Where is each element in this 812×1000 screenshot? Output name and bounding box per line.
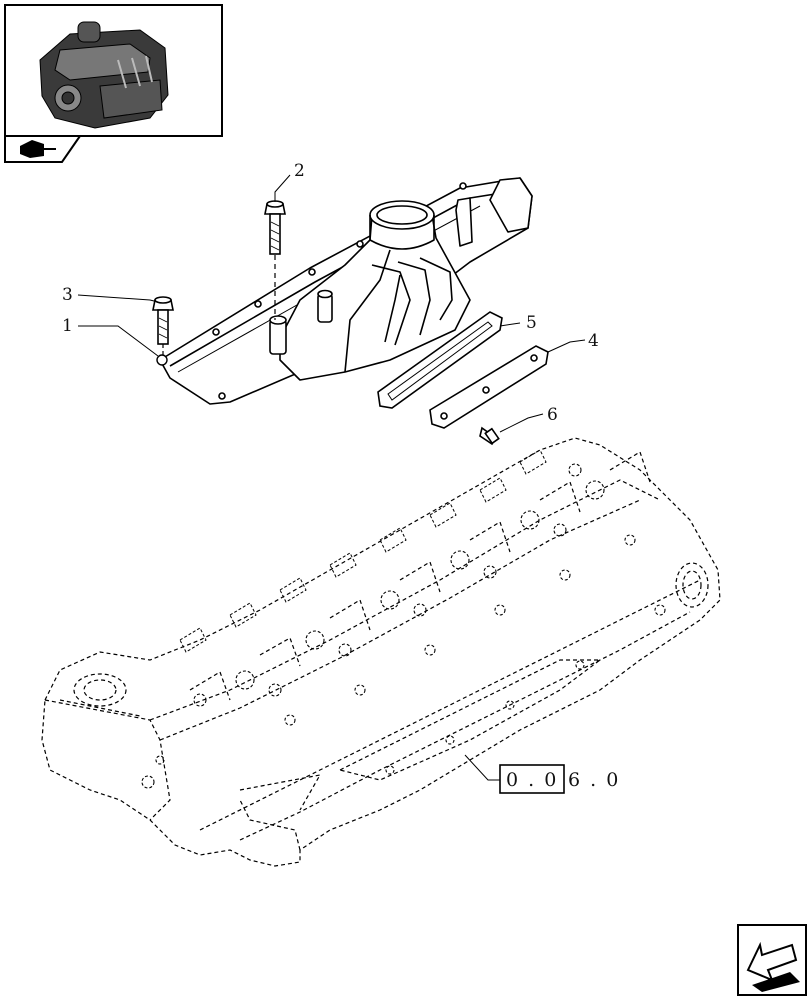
cylinder-head-bolt-bosses xyxy=(179,449,547,653)
next-page-arrow-icon[interactable] xyxy=(737,924,807,996)
reference-boxed-text: 0 . 0 xyxy=(506,769,558,791)
cover-plate xyxy=(429,345,549,429)
cylinder-head-phantom xyxy=(41,437,721,867)
callout-5: 5 xyxy=(526,313,537,333)
cylinder-head-holes xyxy=(141,463,666,789)
bolt-3 xyxy=(152,296,174,345)
callout-2: 2 xyxy=(294,161,305,181)
callout-4: 4 xyxy=(588,331,599,351)
reference-leader xyxy=(464,754,500,781)
hand-pointer-tab-icon xyxy=(4,135,81,163)
intake-manifold xyxy=(159,177,533,405)
callout-1: 1 xyxy=(62,316,73,336)
engine-thumbnail-icon xyxy=(4,4,223,137)
reference-rest-text: 6 . 0 xyxy=(568,769,620,791)
manifold-gasket xyxy=(377,311,503,409)
callout-3: 3 xyxy=(62,285,73,305)
bolt-2 xyxy=(264,200,286,255)
leader-lines xyxy=(77,174,586,433)
callout-6: 6 xyxy=(547,405,558,425)
reference-box xyxy=(499,764,565,794)
screw-6 xyxy=(479,426,500,446)
